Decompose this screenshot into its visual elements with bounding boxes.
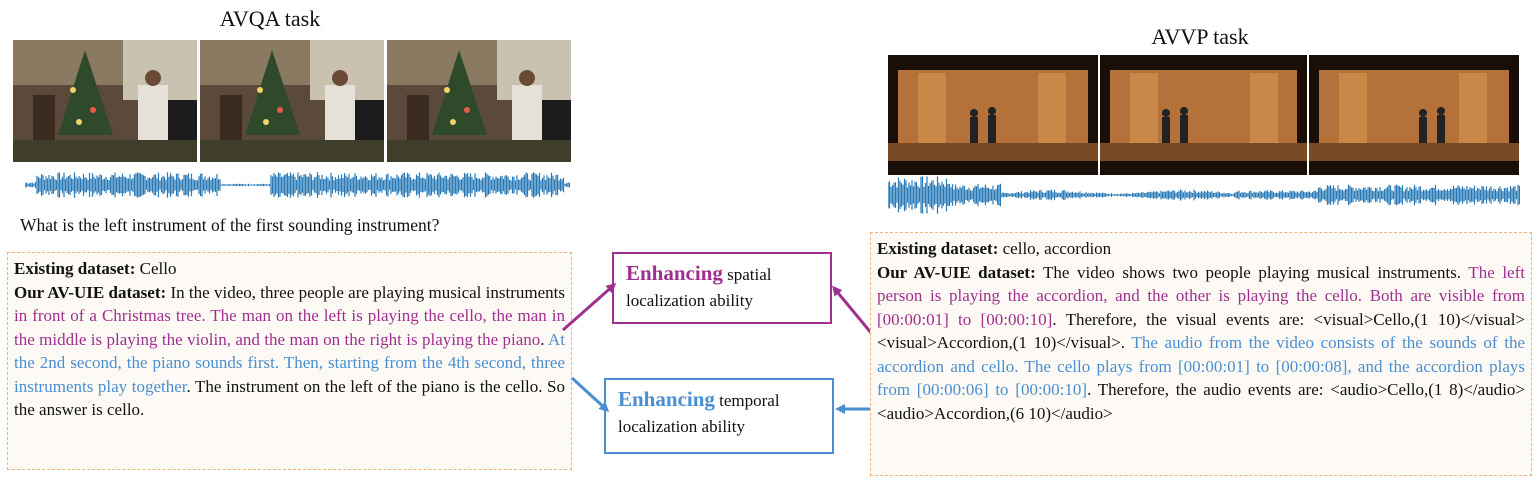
avqa-ours-label: Our AV-UIE dataset:	[14, 282, 167, 302]
avqa-existing-value: Cello	[139, 259, 177, 278]
temporal-second-line: localization ability	[618, 417, 745, 436]
avqa-ours-spatial-text: in front of a Christmas tree. The man on…	[14, 306, 565, 349]
avvp-existing-value: cello, accordion	[1002, 239, 1112, 258]
avvp-to-spatial-arrow	[832, 285, 874, 335]
avqa-video-frames	[13, 40, 571, 162]
avqa-our-dataset: Our AV-UIE dataset: In the video, three …	[14, 281, 565, 422]
avqa-to-spatial-arrow	[562, 283, 617, 332]
avqa-to-temporal-arrow	[570, 376, 610, 413]
avvp-frame-3	[1309, 55, 1519, 175]
avqa-frame-2-image	[200, 40, 384, 162]
avqa-frame-2	[200, 40, 384, 162]
avqa-existing-label: Existing dataset:	[14, 259, 136, 278]
avvp-ours-spatial-text: The left person is playing the accordion…	[877, 262, 1525, 329]
avqa-ours-temporal-text: At the 2nd second, the piano sounds firs…	[14, 329, 566, 396]
spatial-localization-box: Enhancing spatial localization ability	[612, 252, 832, 324]
spatial-second-line: localization ability	[626, 291, 753, 310]
avvp-frame-2-image	[1100, 55, 1307, 175]
avvp-task-title: AVVP task	[1151, 24, 1249, 49]
avvp-video-frames	[888, 55, 1519, 175]
temporal-enhancing-word: Enhancing	[618, 387, 715, 411]
avvp-existing-label: Existing dataset:	[877, 239, 999, 258]
avvp-existing-dataset: Existing dataset: cello, accordion	[877, 237, 1525, 261]
avvp-frame-1-image	[888, 55, 1098, 175]
avqa-frame-3	[387, 40, 571, 162]
avqa-task-title: AVQA task	[219, 6, 321, 31]
spatial-enhancing-word: Enhancing	[626, 261, 723, 285]
avqa-ours-text-1: In the video, three people are playing m…	[170, 282, 566, 302]
avvp-answer-box: Existing dataset: cello, accordion Our A…	[870, 232, 1532, 476]
avvp-ours-text-1: The video shows two people playing music…	[1043, 262, 1462, 282]
avqa-frame-1-image	[13, 40, 197, 162]
avqa-frame-1	[13, 40, 197, 162]
avvp-ours-label: Our AV-UIE dataset:	[877, 262, 1036, 282]
avvp-ours-temporal-text: The audio from the video consists of the…	[877, 333, 1525, 399]
avvp-our-dataset: Our AV-UIE dataset: The video shows two …	[877, 261, 1525, 426]
avqa-question: What is the left instrument of the first…	[20, 215, 440, 235]
temporal-localization-box: Enhancing temporal localization ability	[604, 378, 834, 454]
spatial-word: spatial	[727, 265, 772, 284]
avvp-ours-text-2: . Therefore, the visual events are: <vis…	[877, 309, 1526, 353]
avvp-frame-3-image	[1309, 55, 1519, 175]
avvp-audio-waveform	[888, 176, 1520, 214]
avqa-ours-text-2: .	[540, 329, 545, 349]
avqa-ours-text-3: . The instrument on the left of the pian…	[14, 376, 565, 420]
avqa-audio-waveform	[25, 172, 570, 198]
avvp-frame-2	[1100, 55, 1307, 175]
avvp-frame-1	[888, 55, 1098, 175]
avqa-answer-box: Existing dataset: Cello Our AV-UIE datas…	[7, 252, 572, 470]
avqa-existing-dataset: Existing dataset: Cello	[14, 257, 565, 281]
avqa-frame-3-image	[387, 40, 571, 162]
temporal-word: temporal	[719, 391, 780, 410]
avvp-ours-text-3: . Therefore, the audio events are: <audi…	[877, 380, 1526, 423]
